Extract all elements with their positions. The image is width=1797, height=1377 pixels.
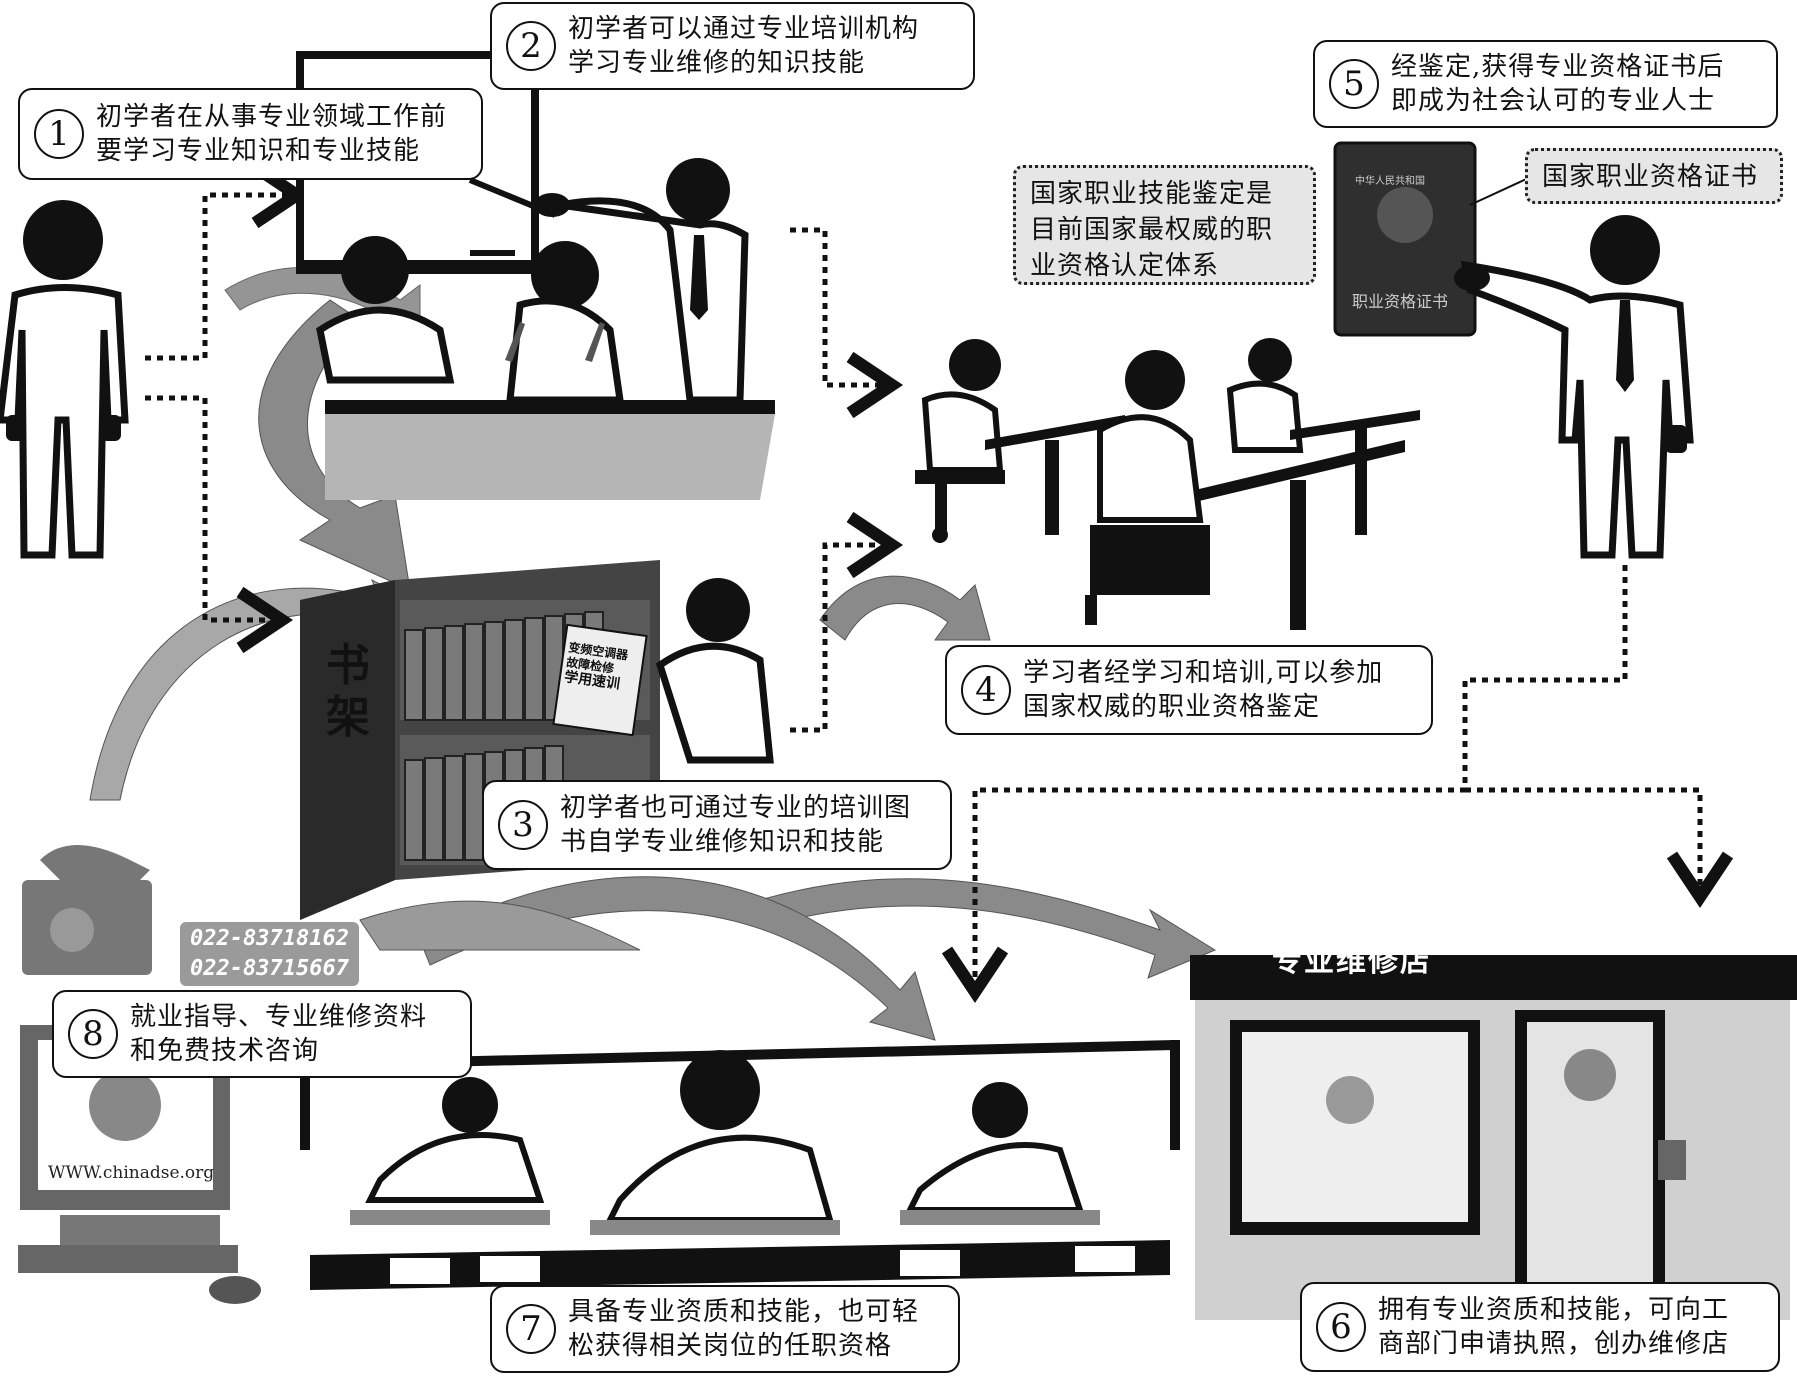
bookshelf-char: 架 bbox=[326, 692, 370, 743]
callout-line: 和免费技术咨询 bbox=[130, 1036, 320, 1066]
repair-shop bbox=[1190, 955, 1797, 1320]
authority-note: 国家职业技能鉴定是 目前国家最权威的职 业资格认定体系 bbox=[1013, 165, 1316, 285]
phone-number: 022-83715667 bbox=[190, 956, 349, 981]
bookshelf-char: 书 bbox=[326, 640, 370, 691]
callout-step-7: 7 具备专业资质和技能，也可轻松获得相关岗位的任职资格 bbox=[490, 1285, 960, 1373]
step-number-2: 2 bbox=[506, 21, 556, 71]
note-line: 目前国家最权威的职 bbox=[1030, 215, 1274, 245]
shop-sign: 专业维修店 bbox=[1272, 944, 1432, 979]
step-number-1: 1 bbox=[34, 109, 84, 159]
callout-step-8: 8 就业指导、专业维修资料和免费技术咨询 bbox=[52, 990, 472, 1078]
callout-line: 学习专业维修的知识技能 bbox=[568, 48, 866, 78]
step-number-8: 8 bbox=[68, 1009, 118, 1059]
callout-step-3: 3 初学者也可通过专业的培训图书自学专业维修知识和技能 bbox=[482, 780, 952, 870]
callout-step-6: 6 拥有专业资质和技能，可向工商部门申请执照，创办维修店 bbox=[1300, 1282, 1780, 1372]
book-cover-title: 变频空调器 故障检修 学用速训 bbox=[563, 640, 639, 694]
phone-number: 022-83718162 bbox=[190, 926, 349, 951]
callout-line: 国家权威的职业资格鉴定 bbox=[1023, 692, 1321, 722]
step-number-6: 6 bbox=[1316, 1302, 1366, 1352]
callout-line: 初学者也可通过专业的培训图 bbox=[560, 793, 912, 823]
callout-line: 具备专业资质和技能，也可轻 bbox=[568, 1297, 920, 1327]
workshop-scene bbox=[300, 1040, 1180, 1290]
callout-line: 就业指导、专业维修资料 bbox=[130, 1002, 428, 1032]
callout-line: 初学者在从事专业领域工作前 bbox=[96, 102, 448, 132]
training-scene bbox=[296, 51, 775, 500]
certificate-top-text: 中华人民共和国 bbox=[1355, 176, 1425, 187]
certificate-label-note: 国家职业资格证书 bbox=[1525, 148, 1783, 204]
bookshelf-label: 书 架 bbox=[318, 640, 378, 744]
callout-line: 初学者可以通过专业培训机构 bbox=[568, 14, 920, 44]
callout-line: 学习者经学习和培训,可以参加 bbox=[1023, 658, 1384, 688]
note-line: 国家职业技能鉴定是 bbox=[1030, 179, 1274, 209]
exam-scene bbox=[915, 338, 1420, 630]
phone-numbers: 022-83718162 022-83715667 bbox=[180, 922, 359, 986]
certificate-bottom-text: 职业资格证书 bbox=[1352, 292, 1449, 311]
callout-line: 书自学专业维修知识和技能 bbox=[560, 827, 885, 857]
callout-step-4: 4 学习者经学习和培训,可以参加国家权威的职业资格鉴定 bbox=[945, 645, 1433, 735]
callout-step-2: 2 初学者可以通过专业培训机构学习专业维修的知识技能 bbox=[490, 2, 975, 90]
callout-line: 即成为社会认可的专业人士 bbox=[1391, 86, 1716, 116]
callout-line: 经鉴定,获得专业资格证书后 bbox=[1391, 52, 1725, 82]
callout-line: 要学习专业知识和专业技能 bbox=[96, 136, 421, 166]
note-line: 业资格认定体系 bbox=[1030, 251, 1220, 281]
step-number-5: 5 bbox=[1329, 59, 1379, 109]
beginner-figure bbox=[0, 200, 129, 559]
callout-line: 拥有专业资质和技能，可向工 bbox=[1378, 1295, 1730, 1325]
callout-line: 商部门申请执照，创办维修店 bbox=[1378, 1329, 1730, 1359]
certificate-label: 国家职业资格证书 bbox=[1542, 162, 1759, 192]
callout-step-5: 5 经鉴定,获得专业资格证书后即成为社会认可的专业人士 bbox=[1313, 40, 1778, 128]
step-number-3: 3 bbox=[498, 800, 548, 850]
callout-step-1: 1 初学者在从事专业领域工作前要学习专业知识和专业技能 bbox=[18, 88, 483, 180]
callout-line: 松获得相关岗位的任职资格 bbox=[568, 1331, 893, 1361]
dotted-connectors bbox=[145, 161, 1734, 1004]
step-number-7: 7 bbox=[506, 1304, 556, 1354]
website-url[interactable]: WWW.chinadse.org bbox=[48, 1163, 215, 1183]
certificate-scene bbox=[1333, 141, 1694, 559]
step-number-4: 4 bbox=[961, 665, 1011, 715]
